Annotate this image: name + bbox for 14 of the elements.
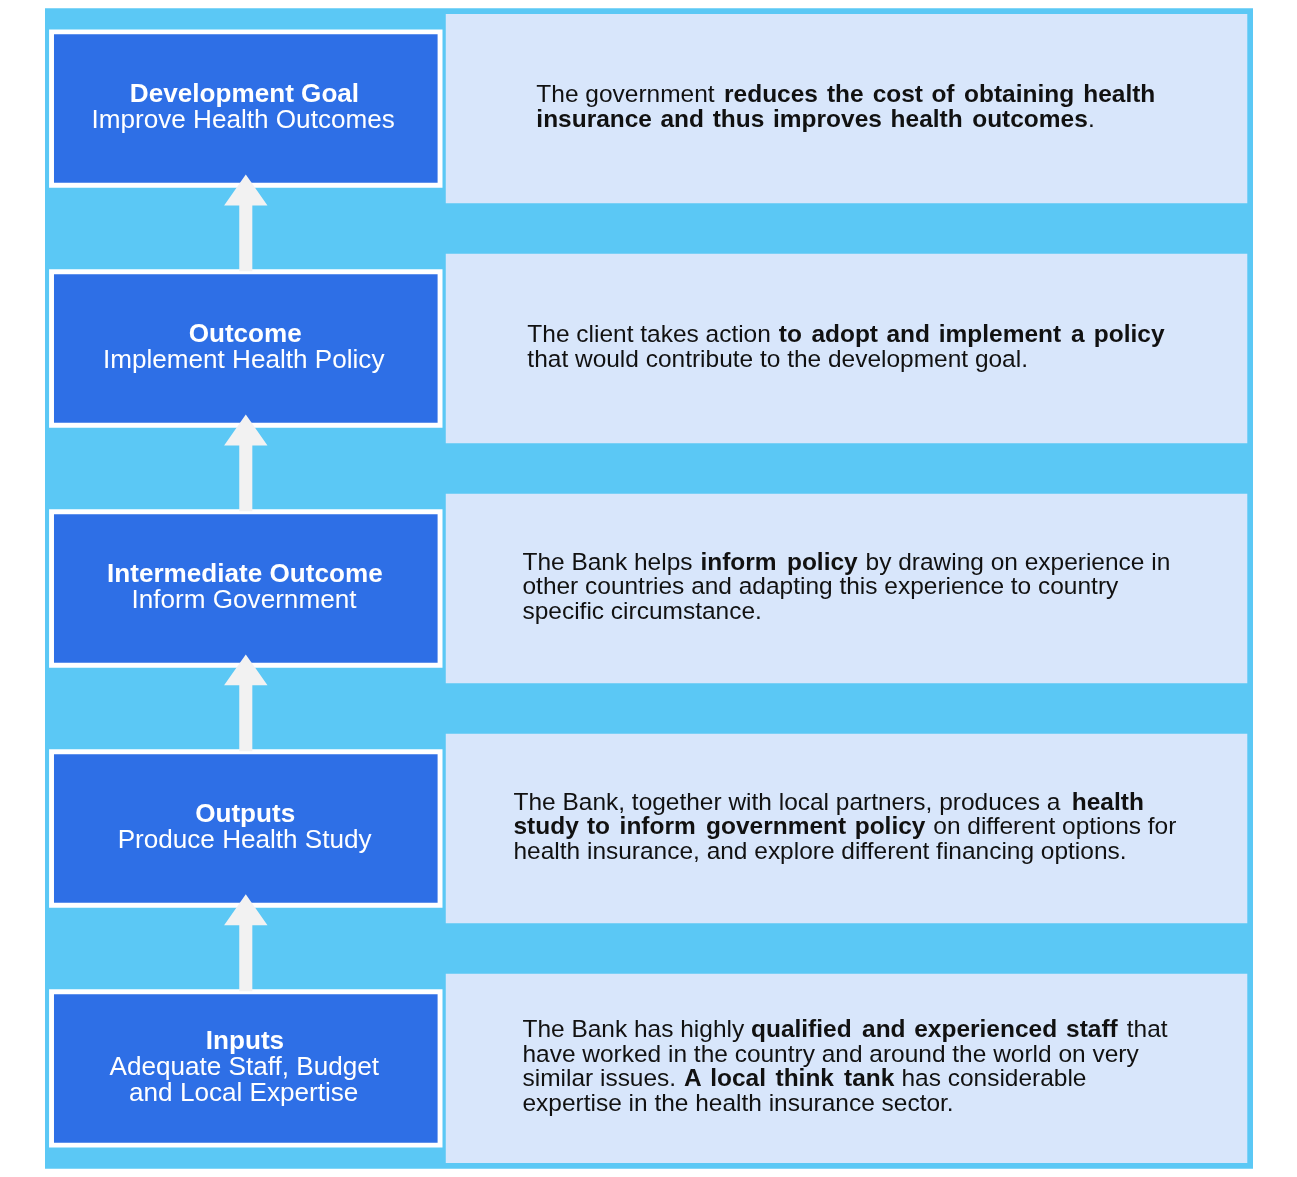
node-box: Intermediate Outcome Inform Government	[48, 509, 442, 668]
arrow	[223, 654, 267, 752]
node-box: Inputs Adequate Staff, Budget and Local Expertise	[48, 989, 442, 1148]
node-box: The Bank has highly qualified and experienced staff that have worked in the country and around the world on very similar issues. A local think tank has considerable expertise in the health insurance sector.	[445, 973, 1247, 1164]
arrow	[223, 894, 267, 992]
node-box: The Bank, together with local partners, produces a health study to inform government policy on different options for health insurance, and explore different financing options.	[445, 733, 1247, 924]
node-box: The client takes action to adopt and implement a policy that would contribute to the development goal.	[445, 253, 1247, 444]
arrow	[223, 414, 267, 512]
node-box: Development Goal Improve Health Outcomes	[48, 29, 442, 188]
arrow	[223, 174, 267, 272]
node-box: Outputs Produce Health Study	[48, 749, 442, 908]
node-box: Outcome Implement Health Policy	[48, 269, 442, 428]
node-box: The government reduces the cost of obtaining health insurance and thus improves health outcomes.	[445, 13, 1247, 204]
node-box: The Bank helps inform policy by drawing on experience in other countries and adapting this experience to country specific circumstance.	[445, 493, 1247, 684]
